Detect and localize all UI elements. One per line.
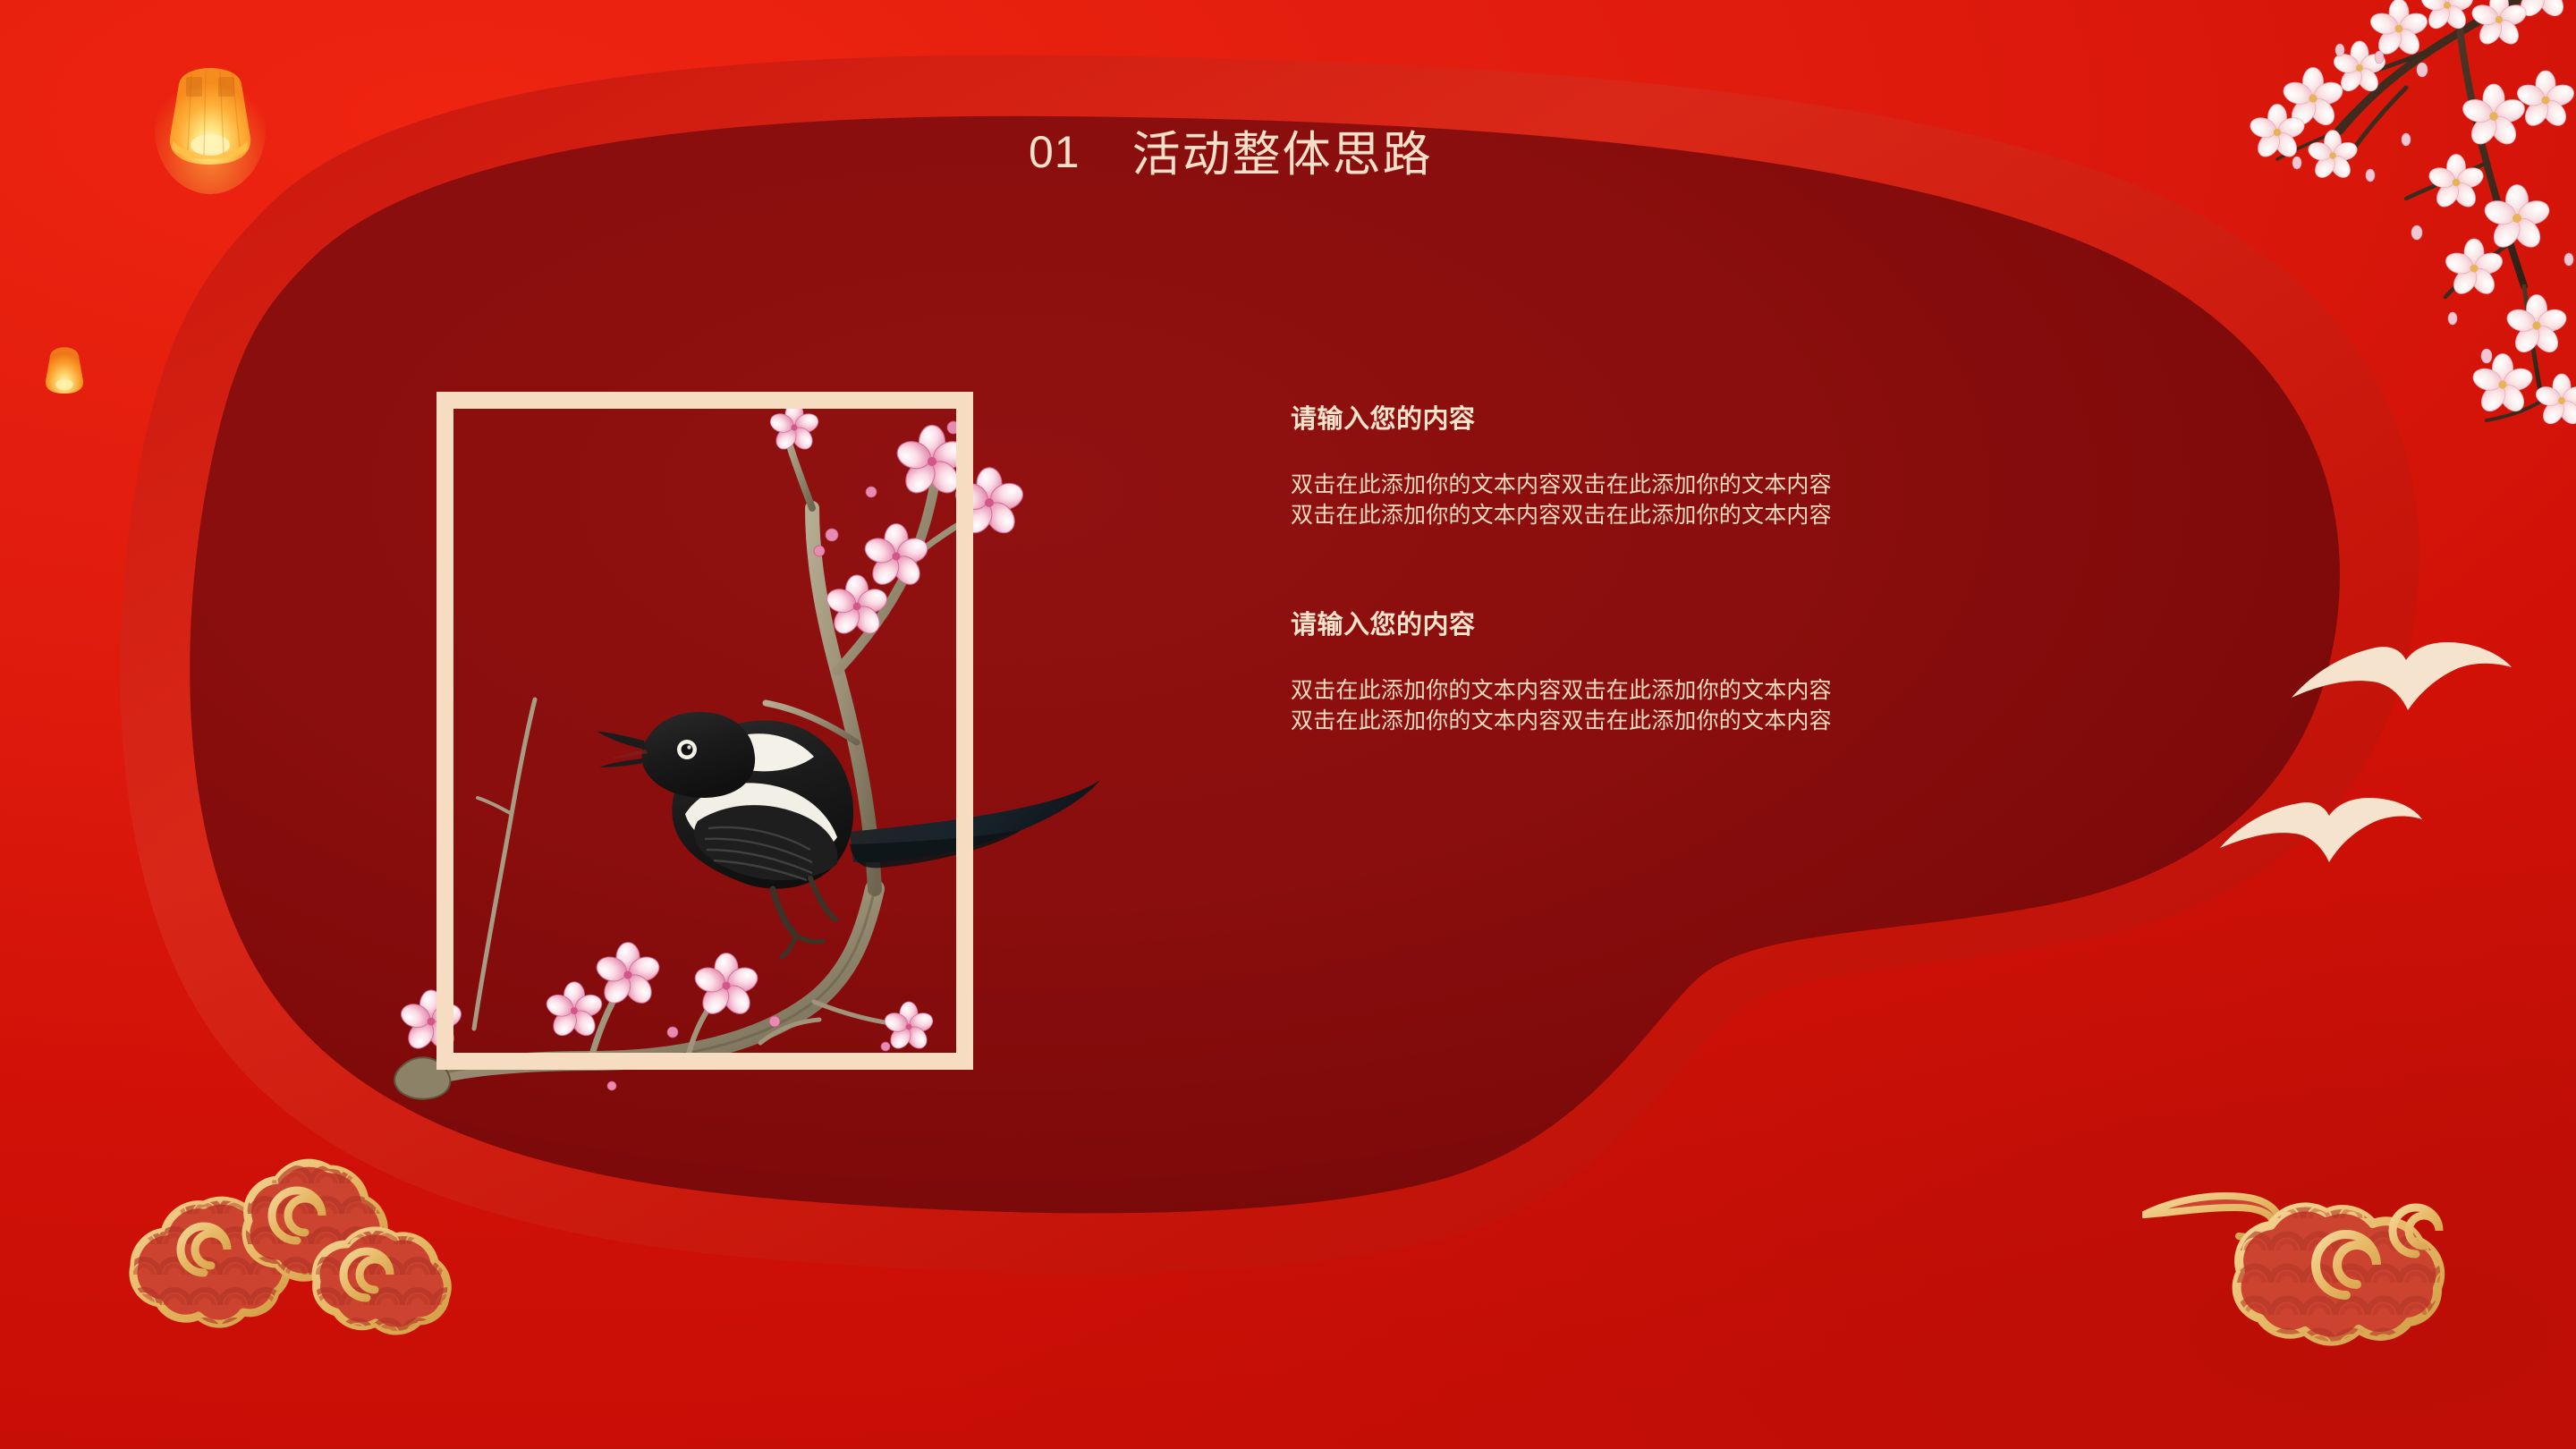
sky-lantern-large xyxy=(152,45,268,197)
section-title-text: 活动整体思路 xyxy=(1131,126,1433,182)
content-column: 请输入您的内容 双击在此添加你的文本内容双击在此添加你的文本内容 双击在此添加你… xyxy=(1291,398,2024,809)
flying-bird-upper xyxy=(2290,642,2513,741)
content-line-1b: 双击在此添加你的文本内容双击在此添加你的文本内容 xyxy=(1291,502,1832,528)
artwork-frame-border xyxy=(436,392,973,1070)
content-line-1a: 双击在此添加你的文本内容双击在此添加你的文本内容 xyxy=(1291,471,1832,497)
flying-bird-lower xyxy=(2218,796,2424,886)
content-line-2a: 双击在此添加你的文本内容双击在此添加你的文本内容 xyxy=(1291,677,1832,703)
auspicious-cloud-left xyxy=(98,1123,501,1391)
auspicious-cloud-right xyxy=(2142,1154,2518,1404)
content-heading-2: 请输入您的内容 xyxy=(1291,609,1476,640)
sky-lantern-small xyxy=(38,338,91,408)
content-heading-1: 请输入您的内容 xyxy=(1291,403,1476,434)
content-block-2: 请输入您的内容 双击在此添加你的文本内容双击在此添加你的文本内容 双击在此添加你… xyxy=(1291,604,2024,736)
content-line-2b: 双击在此添加你的文本内容双击在此添加你的文本内容 xyxy=(1291,708,1832,733)
section-title: 01 活动整体思路 xyxy=(1029,125,1601,184)
section-number: 01 xyxy=(1029,127,1080,177)
content-block-1: 请输入您的内容 双击在此添加你的文本内容双击在此添加你的文本内容 双击在此添加你… xyxy=(1291,398,2024,530)
cherry-blossom-branch xyxy=(2191,0,2576,429)
